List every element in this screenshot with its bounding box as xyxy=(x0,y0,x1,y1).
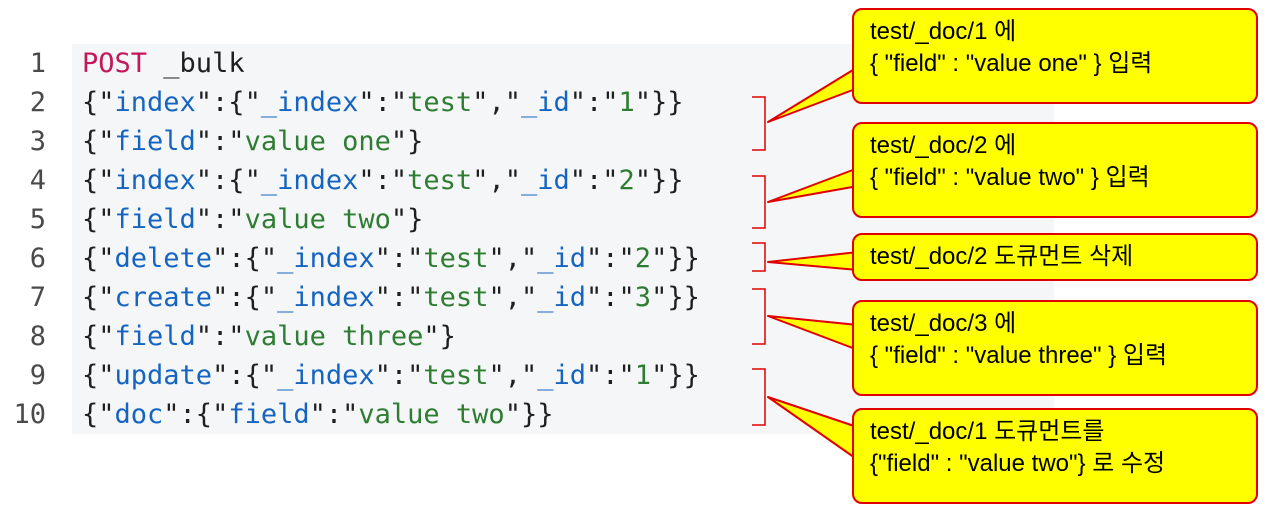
index-key: _index xyxy=(277,282,375,313)
doc-key: doc xyxy=(114,399,164,430)
id-key: _id xyxy=(520,165,570,196)
line-number: 6 xyxy=(29,243,46,274)
line-number: 8 xyxy=(29,321,46,352)
id-value: 1 xyxy=(618,87,635,118)
index-key: _index xyxy=(277,243,375,274)
callout-box: test/_doc/1 도큐먼트를 {"field" : "value two"… xyxy=(852,408,1258,504)
callout-line: test/_doc/1 도큐먼트를 xyxy=(870,418,1105,445)
index-value: test xyxy=(423,243,489,274)
callout-line: test/_doc/2 도큐먼트 삭제 xyxy=(870,243,1134,270)
callout-line: test/_doc/3 에 xyxy=(870,310,1017,337)
callout-box: test/_doc/2 도큐먼트 삭제 xyxy=(852,233,1258,281)
line-number: 3 xyxy=(29,126,46,157)
callout-box: test/_doc/2 에 { "field" : "value two" } … xyxy=(852,122,1258,218)
callout-line: { "field" : "value one" } 입력 xyxy=(870,50,1153,77)
id-key: _id xyxy=(537,360,587,391)
field-key: field xyxy=(114,126,196,157)
endpoint-path: _bulk xyxy=(163,48,245,79)
line-number: 2 xyxy=(29,87,46,118)
callout-box: test/_doc/3 에 { "field" : "value three" … xyxy=(852,300,1258,396)
bracket-line-6 xyxy=(752,242,766,272)
code-line-4: {"index":{"_index":"test","_id":"2"}} xyxy=(82,165,684,196)
field-value: value two xyxy=(244,204,391,235)
field-value: value three xyxy=(244,321,424,352)
code-line-5: {"field":"value two"} xyxy=(82,204,424,235)
index-value: test xyxy=(423,360,489,391)
callout-line: { "field" : "value two" } 입력 xyxy=(870,164,1150,191)
index-value: test xyxy=(423,282,489,313)
id-value: 3 xyxy=(634,282,652,313)
action-key: index xyxy=(114,87,196,118)
code-line-2: {"index":{"_index":"test","_id":"1"}} xyxy=(82,87,684,118)
id-value: 2 xyxy=(618,165,635,196)
id-value: 2 xyxy=(634,243,652,274)
action-key: update xyxy=(114,360,213,391)
action-key: index xyxy=(114,165,196,196)
index-key: _index xyxy=(277,360,375,391)
code-line-1: POST _bulk xyxy=(82,44,245,83)
line-number: 7 xyxy=(29,282,46,313)
code-line-3: {"field":"value one"} xyxy=(82,126,424,157)
code-line-10: {"doc":{"field":"value two"}} xyxy=(82,399,554,430)
callout-line: { "field" : "value three" } 입력 xyxy=(870,342,1168,369)
callout-box: test/_doc/1 에 { "field" : "value one" } … xyxy=(852,8,1258,104)
id-key: _id xyxy=(520,87,570,118)
callout-pointer-4 xyxy=(767,315,859,351)
line-number: 9 xyxy=(29,360,46,391)
callout-pointer-3 xyxy=(767,251,859,271)
bracket-lines-7-8 xyxy=(752,288,766,345)
line-number: 1 xyxy=(29,48,46,79)
index-value: test xyxy=(407,87,473,118)
index-value: test xyxy=(407,165,473,196)
callout-line: {"field" : "value two"} 로 수정 xyxy=(870,450,1166,477)
callout-line: test/_doc/1 에 xyxy=(870,18,1017,45)
index-key: _index xyxy=(260,165,359,196)
field-value: value one xyxy=(244,126,391,157)
code-line-9: {"update":{"_index":"test","_id":"1"}} xyxy=(82,360,700,391)
index-key: _index xyxy=(260,87,359,118)
code-line-6: {"delete":{"_index":"test","_id":"2"}} xyxy=(82,243,700,274)
id-key: _id xyxy=(537,243,587,274)
id-value: 1 xyxy=(634,360,652,391)
line-number: 4 xyxy=(29,165,46,196)
bracket-lines-9-10 xyxy=(752,368,766,426)
field-key: field xyxy=(228,399,310,430)
callout-line: test/_doc/2 에 xyxy=(870,132,1017,159)
action-key: create xyxy=(114,282,213,313)
field-key: field xyxy=(114,204,196,235)
http-method: POST xyxy=(82,48,148,79)
code-line-8: {"field":"value three"} xyxy=(82,321,456,352)
id-key: _id xyxy=(537,282,587,313)
bracket-lines-2-3 xyxy=(752,96,766,151)
code-line-7: {"create":{"_index":"test","_id":"3"}} xyxy=(82,282,700,313)
line-number: 5 xyxy=(29,204,46,235)
bracket-lines-4-5 xyxy=(752,175,766,229)
field-value: value two xyxy=(358,399,505,430)
field-key: field xyxy=(114,321,196,352)
line-number: 10 xyxy=(13,399,46,430)
action-key: delete xyxy=(114,243,213,274)
